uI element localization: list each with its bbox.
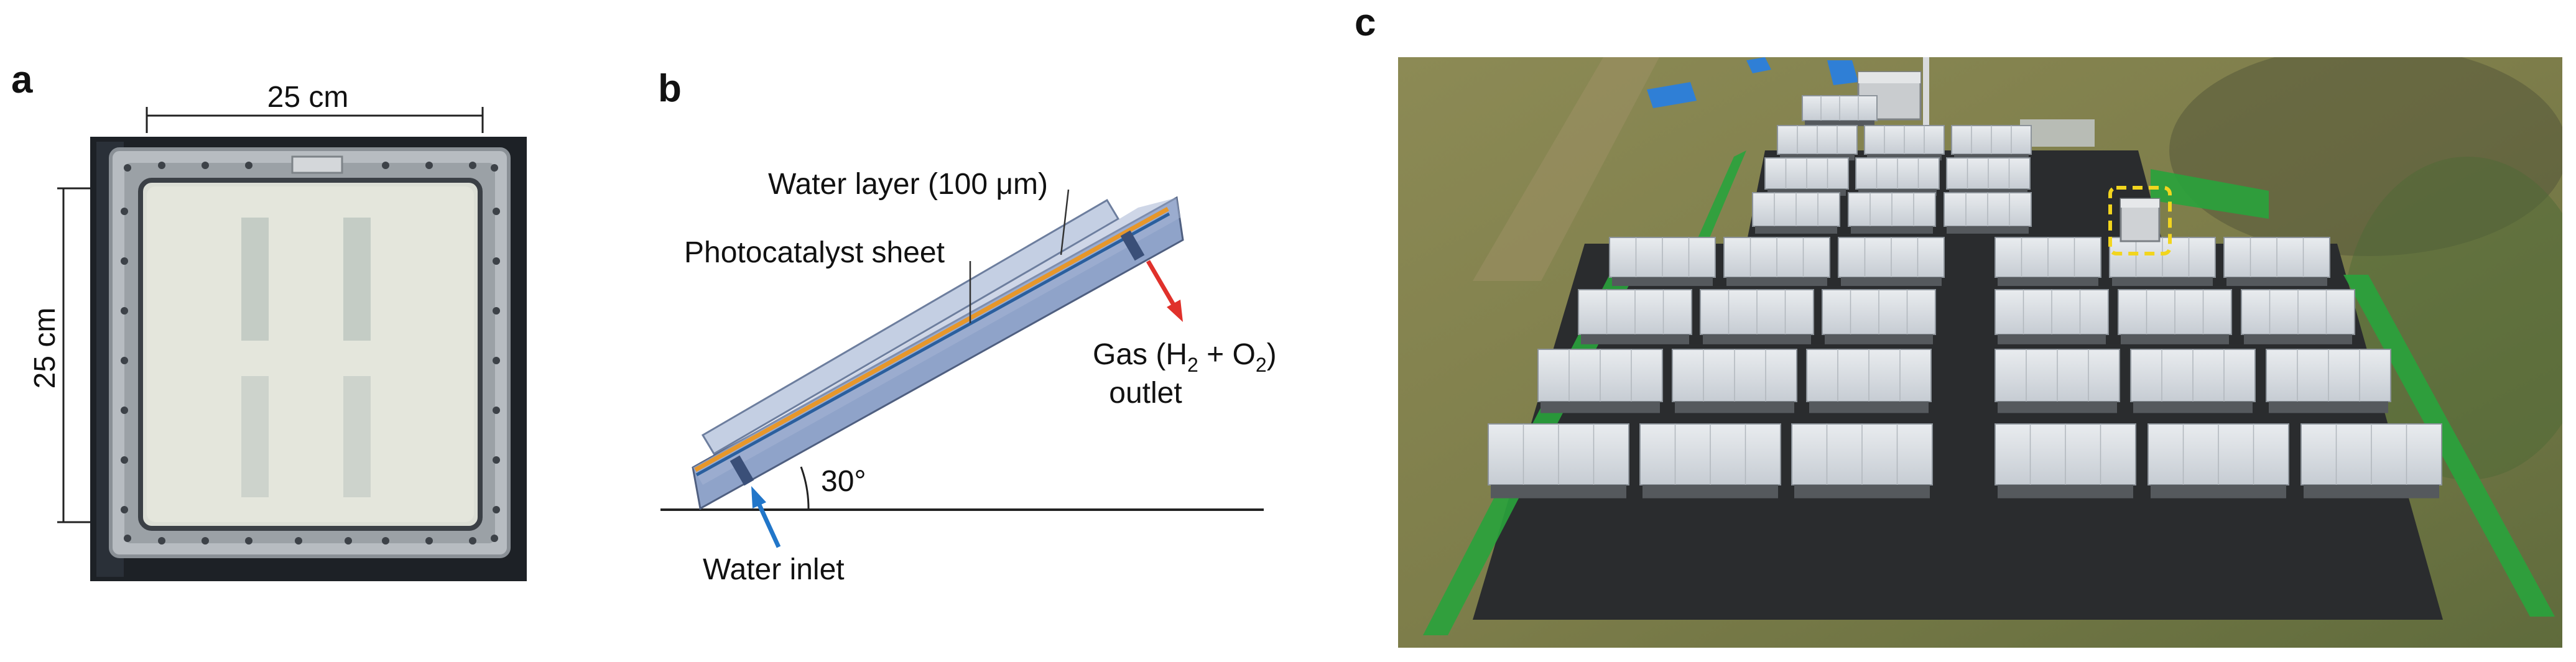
panel-letter-a: a (11, 58, 33, 101)
inlet-port (730, 455, 754, 486)
solar-panel-support (1642, 485, 1778, 499)
solar-panel-support (2133, 402, 2253, 413)
width-label: 25 cm (267, 81, 349, 114)
solar-panel-support (1755, 226, 1837, 234)
panel-a-figure: 25 cm 25 cm (29, 81, 527, 581)
gas-outlet-label: outlet (1109, 377, 1182, 410)
gas-label: Gas (H2 + O2) (1093, 338, 1277, 376)
panel-b: Water layer (100 μm) Photocatalyst sheet… (622, 0, 1343, 662)
solar-panel-support (2226, 277, 2327, 287)
water-inlet-label: Water inlet (703, 553, 845, 586)
water-layer-leader (1060, 189, 1070, 255)
solar-panel-support (1998, 334, 2106, 344)
panel-b-schematic: Water layer (100 μm) Photocatalyst sheet… (660, 168, 1277, 586)
solar-panel-support (2269, 402, 2388, 413)
solar-panel-support (2151, 485, 2286, 499)
solar-panel-support (1612, 277, 1713, 287)
cover-plate (701, 198, 1120, 456)
solar-panel-support (1675, 402, 1794, 413)
width-dimension-line (146, 107, 484, 133)
solar-panel-support (1726, 277, 1827, 287)
outlet-port (1120, 230, 1145, 261)
solar-panel-support (1851, 226, 1933, 234)
blue-tarps (1647, 57, 1858, 108)
solar-panel-array (1488, 95, 2442, 499)
solar-panel-support (2112, 277, 2213, 287)
panel-c (1398, 45, 2576, 648)
small-rack (2020, 119, 2095, 147)
solar-panel-support (1805, 121, 1874, 126)
angle-arc (800, 466, 810, 510)
water-inlet-arrow (751, 486, 781, 548)
solar-panel-support (1491, 485, 1626, 499)
photocatalyst-line (695, 212, 1170, 477)
height-label: 25 cm (29, 308, 62, 389)
solar-panel-support (1998, 277, 2098, 287)
solar-panel-support (1809, 402, 1929, 413)
solar-panel-support (1947, 226, 2029, 234)
angle-label: 30° (821, 465, 866, 498)
water-layer-label: Water layer (100 μm) (768, 168, 1048, 201)
solar-panel-support (1581, 334, 1689, 344)
solar-panel-support (1998, 402, 2117, 413)
control-box-highlight (2108, 186, 2172, 255)
field-photo (1398, 45, 2576, 648)
gas-outlet-arrow (1146, 260, 1183, 322)
solar-panel-support (2121, 334, 2229, 344)
solar-panel-support (1825, 334, 1933, 344)
solar-panel-support (1794, 485, 1930, 499)
solar-panel-support (1841, 277, 1942, 287)
photocatalyst-label: Photocatalyst sheet (684, 236, 945, 269)
height-dimension-line (57, 187, 91, 523)
solar-panel-support (1541, 402, 1660, 413)
dirt-path (1473, 57, 1659, 281)
solar-panel-support (2244, 334, 2352, 344)
panel-a: 25 cm 25 cm (0, 0, 622, 662)
panel-letter-b: b (658, 67, 682, 110)
solar-panel-support (1703, 334, 1811, 344)
panel-letter-c: c (1355, 1, 1376, 44)
solar-panel-support (1998, 485, 2133, 499)
water-layer-line (694, 206, 1169, 472)
panel-photo (90, 137, 527, 581)
solar-panel-support (2304, 485, 2439, 499)
